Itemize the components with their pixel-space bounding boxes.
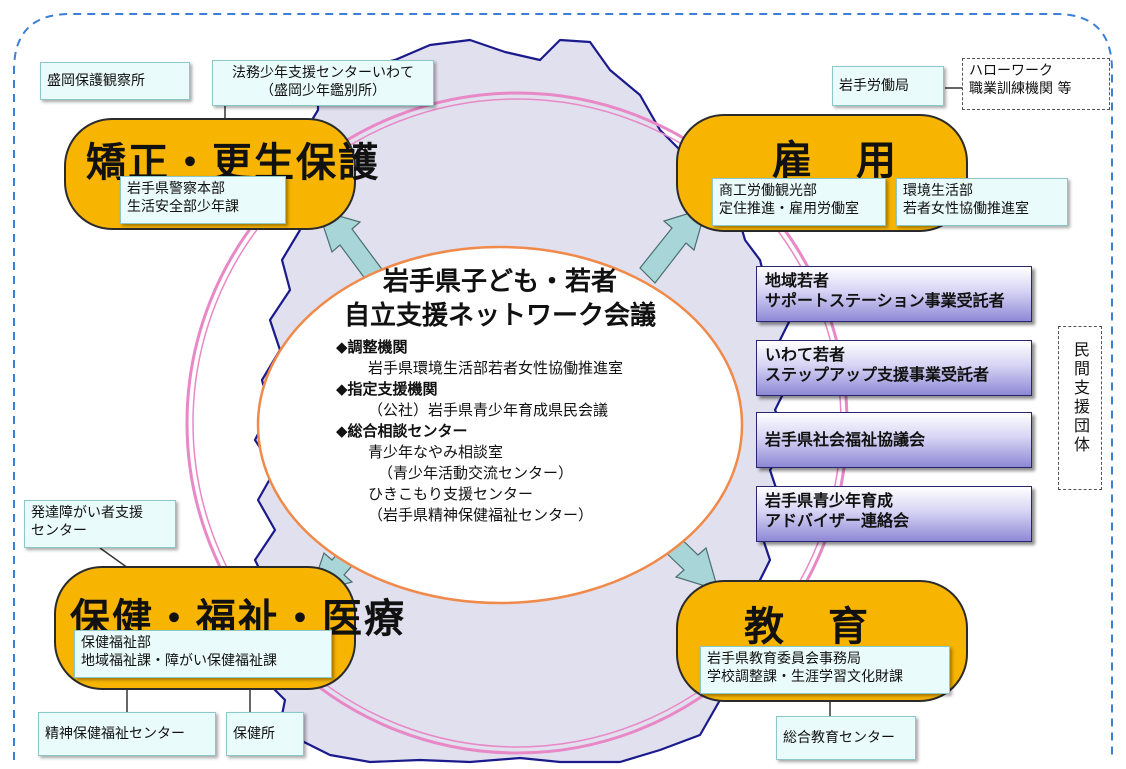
box-welfare-dept: 保健福祉部 地域福祉課・障がい保健福祉課 [74, 630, 332, 678]
box-line: 商工労働観光部 [719, 183, 817, 199]
box-juvenile-support-center: 法務少年支援センターいわて （盛岡少年鑑別所） [212, 60, 434, 106]
box-education-board: 岩手県教育委員会事務局 学校調整課・生涯学習文化財課 [700, 646, 950, 694]
private-org-box: 地域若者 サポートステーション事業受託者 [756, 266, 1032, 322]
box-line: 定住推進・雇用労働室 [719, 201, 859, 217]
box-line: 生活安全部少年課 [127, 199, 239, 215]
center-item-sub: 青少年なやみ相談室 [368, 443, 504, 461]
box-line: 地域若者 [765, 271, 830, 290]
box-line: 盛岡保護観察所 [47, 73, 145, 89]
box-line: 精神保健福祉センター [45, 726, 185, 742]
box-line: アドバイザー連絡会 [765, 511, 910, 530]
box-line: いわて若者 [765, 345, 846, 364]
box-line: 岩手県社会福祉協議会 [765, 430, 926, 449]
center-item-head: ◆調整機関 [336, 338, 408, 356]
private-org-box: 岩手県社会福祉協議会 [756, 412, 1032, 468]
box-line: 発達障がい者支援 [31, 505, 143, 521]
box-labor-bureau: 岩手労働局 [832, 66, 944, 106]
box-line: 若者女性協働推進室 [903, 201, 1029, 217]
box-env-dept: 環境生活部 若者女性協働推進室 [896, 178, 1068, 226]
box-line: 地域福祉課・障がい保健福祉課 [81, 653, 277, 669]
box-general-education-center: 総合教育センター [776, 716, 916, 760]
box-hellowork: ハローワーク 職業訓練機関 等 [962, 58, 1110, 110]
box-line: 岩手県青少年育成 [765, 491, 894, 510]
box-line: サポートステーション事業受託者 [765, 291, 1005, 310]
box-line: ステップアップ支援事業受託者 [765, 365, 990, 384]
outer-dashed-frame [13, 13, 1113, 760]
box-line: 保健福祉部 [81, 635, 151, 651]
box-mental-health-center: 精神保健福祉センター [38, 712, 216, 756]
private-org-box: いわて若者 ステップアップ支援事業受託者 [756, 340, 1032, 396]
box-line: センター [31, 523, 87, 539]
box-line: 法務少年支援センターいわて [232, 65, 414, 81]
private-org-box: 岩手県青少年育成 アドバイザー連絡会 [756, 486, 1032, 542]
private-orgs-label: 民間支援団体 [1071, 341, 1090, 455]
center-block: 岩手県子ども・若者 自立支援ネットワーク会議 ◆調整機関 岩手県環境生活部若者女… [330, 265, 670, 526]
center-ellipse [256, 245, 744, 605]
center-item-head: ◆指定支援機関 [336, 380, 438, 398]
box-police-juvenile: 岩手県警察本部 生活安全部少年課 [120, 176, 286, 224]
box-line: 岩手県教育委員会事務局 [707, 651, 861, 667]
center-item-sub: 岩手県環境生活部若者女性協働推進室 [368, 359, 624, 377]
center-item-sub: （岩手県精神保健福祉センター） [368, 506, 594, 524]
box-line: 職業訓練機関 等 [969, 81, 1072, 97]
box-line: （盛岡少年鑑別所） [260, 83, 386, 99]
box-line: 保健所 [233, 726, 275, 742]
box-health-office: 保健所 [226, 712, 304, 756]
box-line: 環境生活部 [903, 183, 973, 199]
center-item-sub: （公社）岩手県青少年育成県民会議 [368, 401, 609, 419]
box-commerce-labor: 商工労働観光部 定住推進・雇用労働室 [712, 178, 886, 226]
pill-education-title: 教 育 [744, 604, 870, 650]
box-line: 岩手労働局 [839, 78, 909, 94]
box-line: 学校調整課・生涯学習文化財課 [707, 669, 903, 685]
center-item-list: ◆調整機関 岩手県環境生活部若者女性協働推進室 ◆指定支援機関 （公社）岩手県青… [336, 337, 670, 526]
pill-employment-title: 雇 用 [772, 138, 898, 184]
connector-line [99, 547, 129, 569]
box-dev-support-center: 発達障がい者支援 センター [24, 500, 176, 548]
center-title-line1: 岩手県子ども・若者 [382, 267, 617, 297]
private-orgs-label-box: 民間支援団体 [1058, 326, 1102, 490]
center-title-line2: 自立支援ネットワーク会議 [343, 301, 656, 331]
center-item-sub: （青少年活動交流センター） [378, 464, 574, 482]
arrow-to-employment [639, 207, 707, 284]
box-line: ハローワーク [969, 63, 1053, 79]
center-item-head: ◆総合相談センター [336, 422, 468, 440]
center-item-sub: ひきこもり支援センター [368, 485, 534, 503]
box-line: 総合教育センター [783, 730, 895, 746]
box-morioka-probation: 盛岡保護観察所 [40, 62, 190, 100]
box-line: 岩手県警察本部 [127, 181, 225, 197]
